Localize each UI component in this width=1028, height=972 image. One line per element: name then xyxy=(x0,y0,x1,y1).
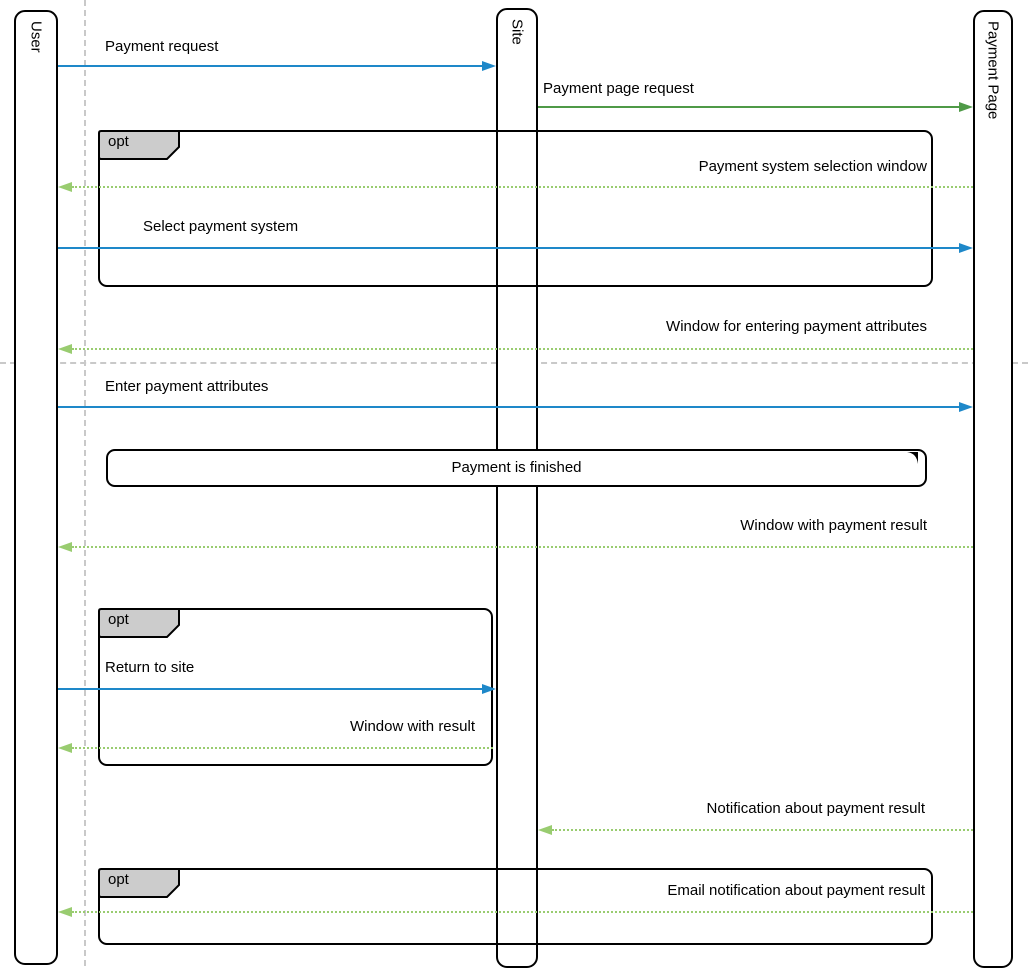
arrowhead-right-icon xyxy=(482,684,496,694)
arrowhead-left-icon xyxy=(58,344,72,354)
message-label: Payment page request xyxy=(543,80,694,97)
page-boundary-vertical-guide xyxy=(84,0,86,966)
message-line xyxy=(552,829,973,831)
lifeline-user-label: User xyxy=(27,21,45,53)
arrowhead-right-icon xyxy=(959,402,973,412)
opt-frame-1[interactable]: opt xyxy=(98,130,933,287)
opt-frame-2[interactable]: opt xyxy=(98,608,493,766)
note-text: Payment is finished xyxy=(451,459,582,476)
arrowhead-left-icon xyxy=(58,907,72,917)
opt-frame-3-operator: opt xyxy=(108,871,129,888)
arrowhead-left-icon xyxy=(58,542,72,552)
opt-frame-1-operator: opt xyxy=(108,133,129,150)
message-line xyxy=(58,65,482,67)
arrowhead-right-icon xyxy=(959,243,973,253)
message-line xyxy=(72,546,973,548)
message-label: Window with payment result xyxy=(740,517,927,534)
frame-tab-pentagon-icon xyxy=(98,868,180,898)
arrowhead-left-icon xyxy=(58,182,72,192)
arrowhead-right-icon xyxy=(959,102,973,112)
opt-frame-3[interactable]: opt xyxy=(98,868,933,945)
message-label: Window with result xyxy=(349,718,475,735)
message-line xyxy=(58,247,959,249)
message-line xyxy=(72,911,973,913)
message-line xyxy=(72,348,973,350)
message-line xyxy=(72,747,493,749)
lifeline-site-label: Site xyxy=(508,19,526,45)
message-label: Payment system selection window xyxy=(698,158,927,175)
message-label: Email notification about payment result xyxy=(667,882,925,899)
lifeline-payment-page[interactable]: Payment Page xyxy=(973,10,1013,968)
opt-frame-3-tab: opt xyxy=(98,868,180,898)
message-line xyxy=(58,406,959,408)
opt-frame-2-tab: opt xyxy=(98,608,180,638)
message-label: Payment request xyxy=(105,38,219,55)
message-label: Select payment system xyxy=(143,218,299,235)
opt-frame-1-tab: opt xyxy=(98,130,180,160)
frame-tab-pentagon-icon xyxy=(98,608,180,638)
arrowhead-right-icon xyxy=(482,61,496,71)
opt-frame-2-operator: opt xyxy=(108,611,129,628)
lifeline-payment-page-label: Payment Page xyxy=(984,21,1002,120)
note-payment-finished[interactable]: Payment is finished xyxy=(106,449,927,487)
arrowhead-left-icon xyxy=(538,825,552,835)
lifeline-user[interactable]: User xyxy=(14,10,58,965)
message-line xyxy=(72,186,973,188)
note-corner-fold-icon xyxy=(907,452,918,464)
message-line xyxy=(58,688,482,690)
message-label: Enter payment attributes xyxy=(105,378,269,395)
lifeline-site[interactable]: Site xyxy=(496,8,538,968)
message-label: Return to site xyxy=(105,659,195,676)
arrowhead-left-icon xyxy=(58,743,72,753)
message-label: Window for entering payment attributes xyxy=(666,318,927,335)
frame-tab-pentagon-icon xyxy=(98,130,180,160)
message-line xyxy=(538,106,959,108)
message-label: Notification about payment result xyxy=(706,800,925,817)
